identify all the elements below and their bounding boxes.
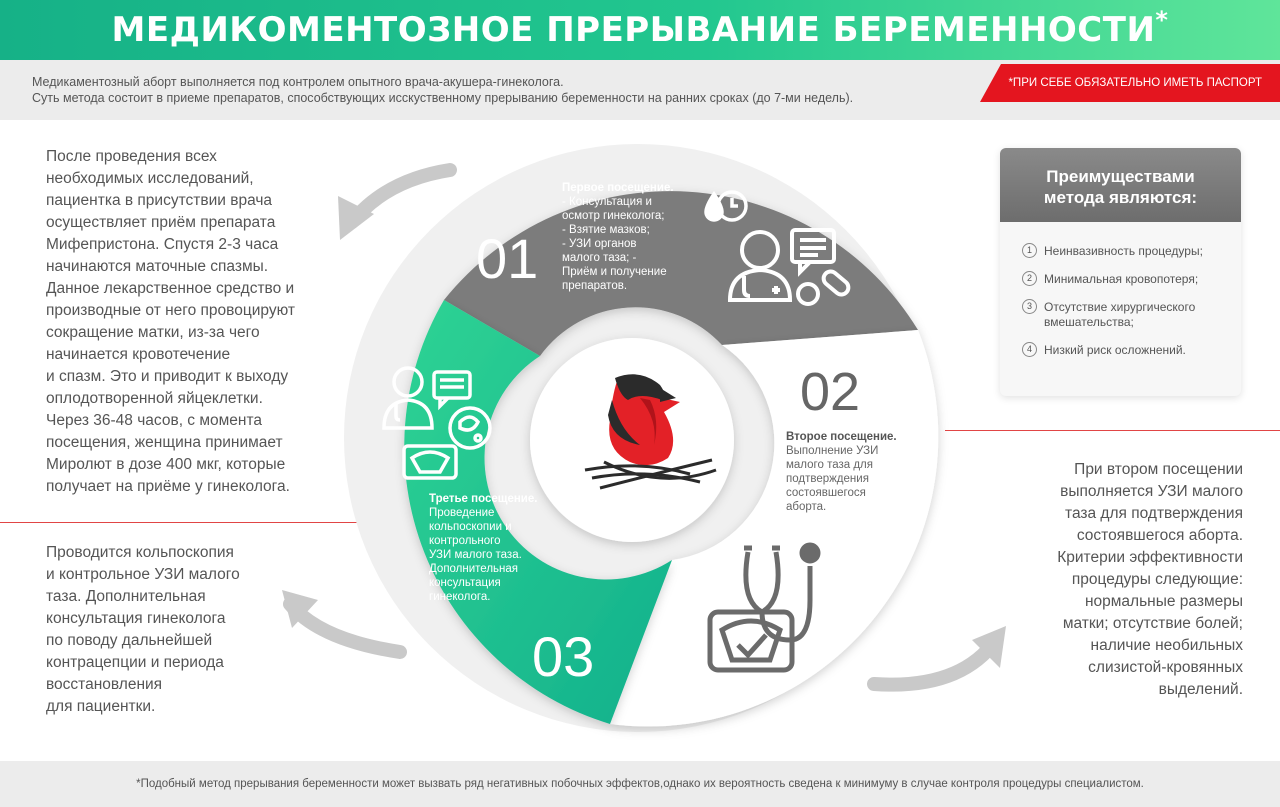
chat-icon — [790, 228, 836, 277]
intro-line-1: Медикаментозный аборт выполняется под ко… — [32, 75, 564, 89]
segment-1-number: 01 — [476, 227, 538, 290]
divider-left — [0, 522, 378, 523]
ultrasound-icon-small — [402, 444, 458, 480]
passport-notice-badge: *ПРИ СЕБЕ ОБЯЗАТЕЛЬНО ИМЕТЬ ПАСПОРТ — [980, 64, 1280, 102]
chat-icon-small — [432, 370, 472, 411]
divider-right — [945, 430, 1280, 431]
segment-2-number: 02 — [800, 362, 860, 422]
cell-icon — [448, 406, 492, 450]
arrow-bottom-left-icon — [282, 590, 407, 659]
pills-icon — [796, 269, 851, 306]
intro-line-2: Суть метода состоит в приеме препаратов,… — [32, 91, 854, 105]
footer-disclaimer: *Подобный метод прерывания беременности … — [0, 761, 1280, 807]
segment-2-shape — [610, 330, 939, 727]
doctor-icon — [727, 230, 793, 302]
advantages-title: Преимуществами метода являются: — [1000, 148, 1241, 222]
header-banner: МЕДИКОМЕНТОЗНОЕ ПРЕРЫВАНИЕ БЕРЕМЕННОСТИ* — [0, 0, 1280, 60]
bullfinch-logo-icon — [584, 374, 717, 490]
doctor-icon-small — [382, 366, 434, 430]
page-title: МЕДИКОМЕНТОЗНОЕ ПРЕРЫВАНИЕ БЕРЕМЕННОСТИ* — [111, 6, 1169, 50]
arrow-top-left-icon — [338, 163, 457, 240]
drop-clock-icon — [704, 190, 748, 222]
intro-text: Медикаментозный аборт выполняется под ко… — [32, 74, 853, 106]
segment-3-number: 03 — [532, 625, 594, 688]
segment-1-shape — [444, 191, 918, 356]
arrow-bottom-right-icon — [867, 626, 1006, 692]
ultrasound-screen-icon — [707, 609, 795, 673]
segment-3-shape — [404, 300, 672, 724]
